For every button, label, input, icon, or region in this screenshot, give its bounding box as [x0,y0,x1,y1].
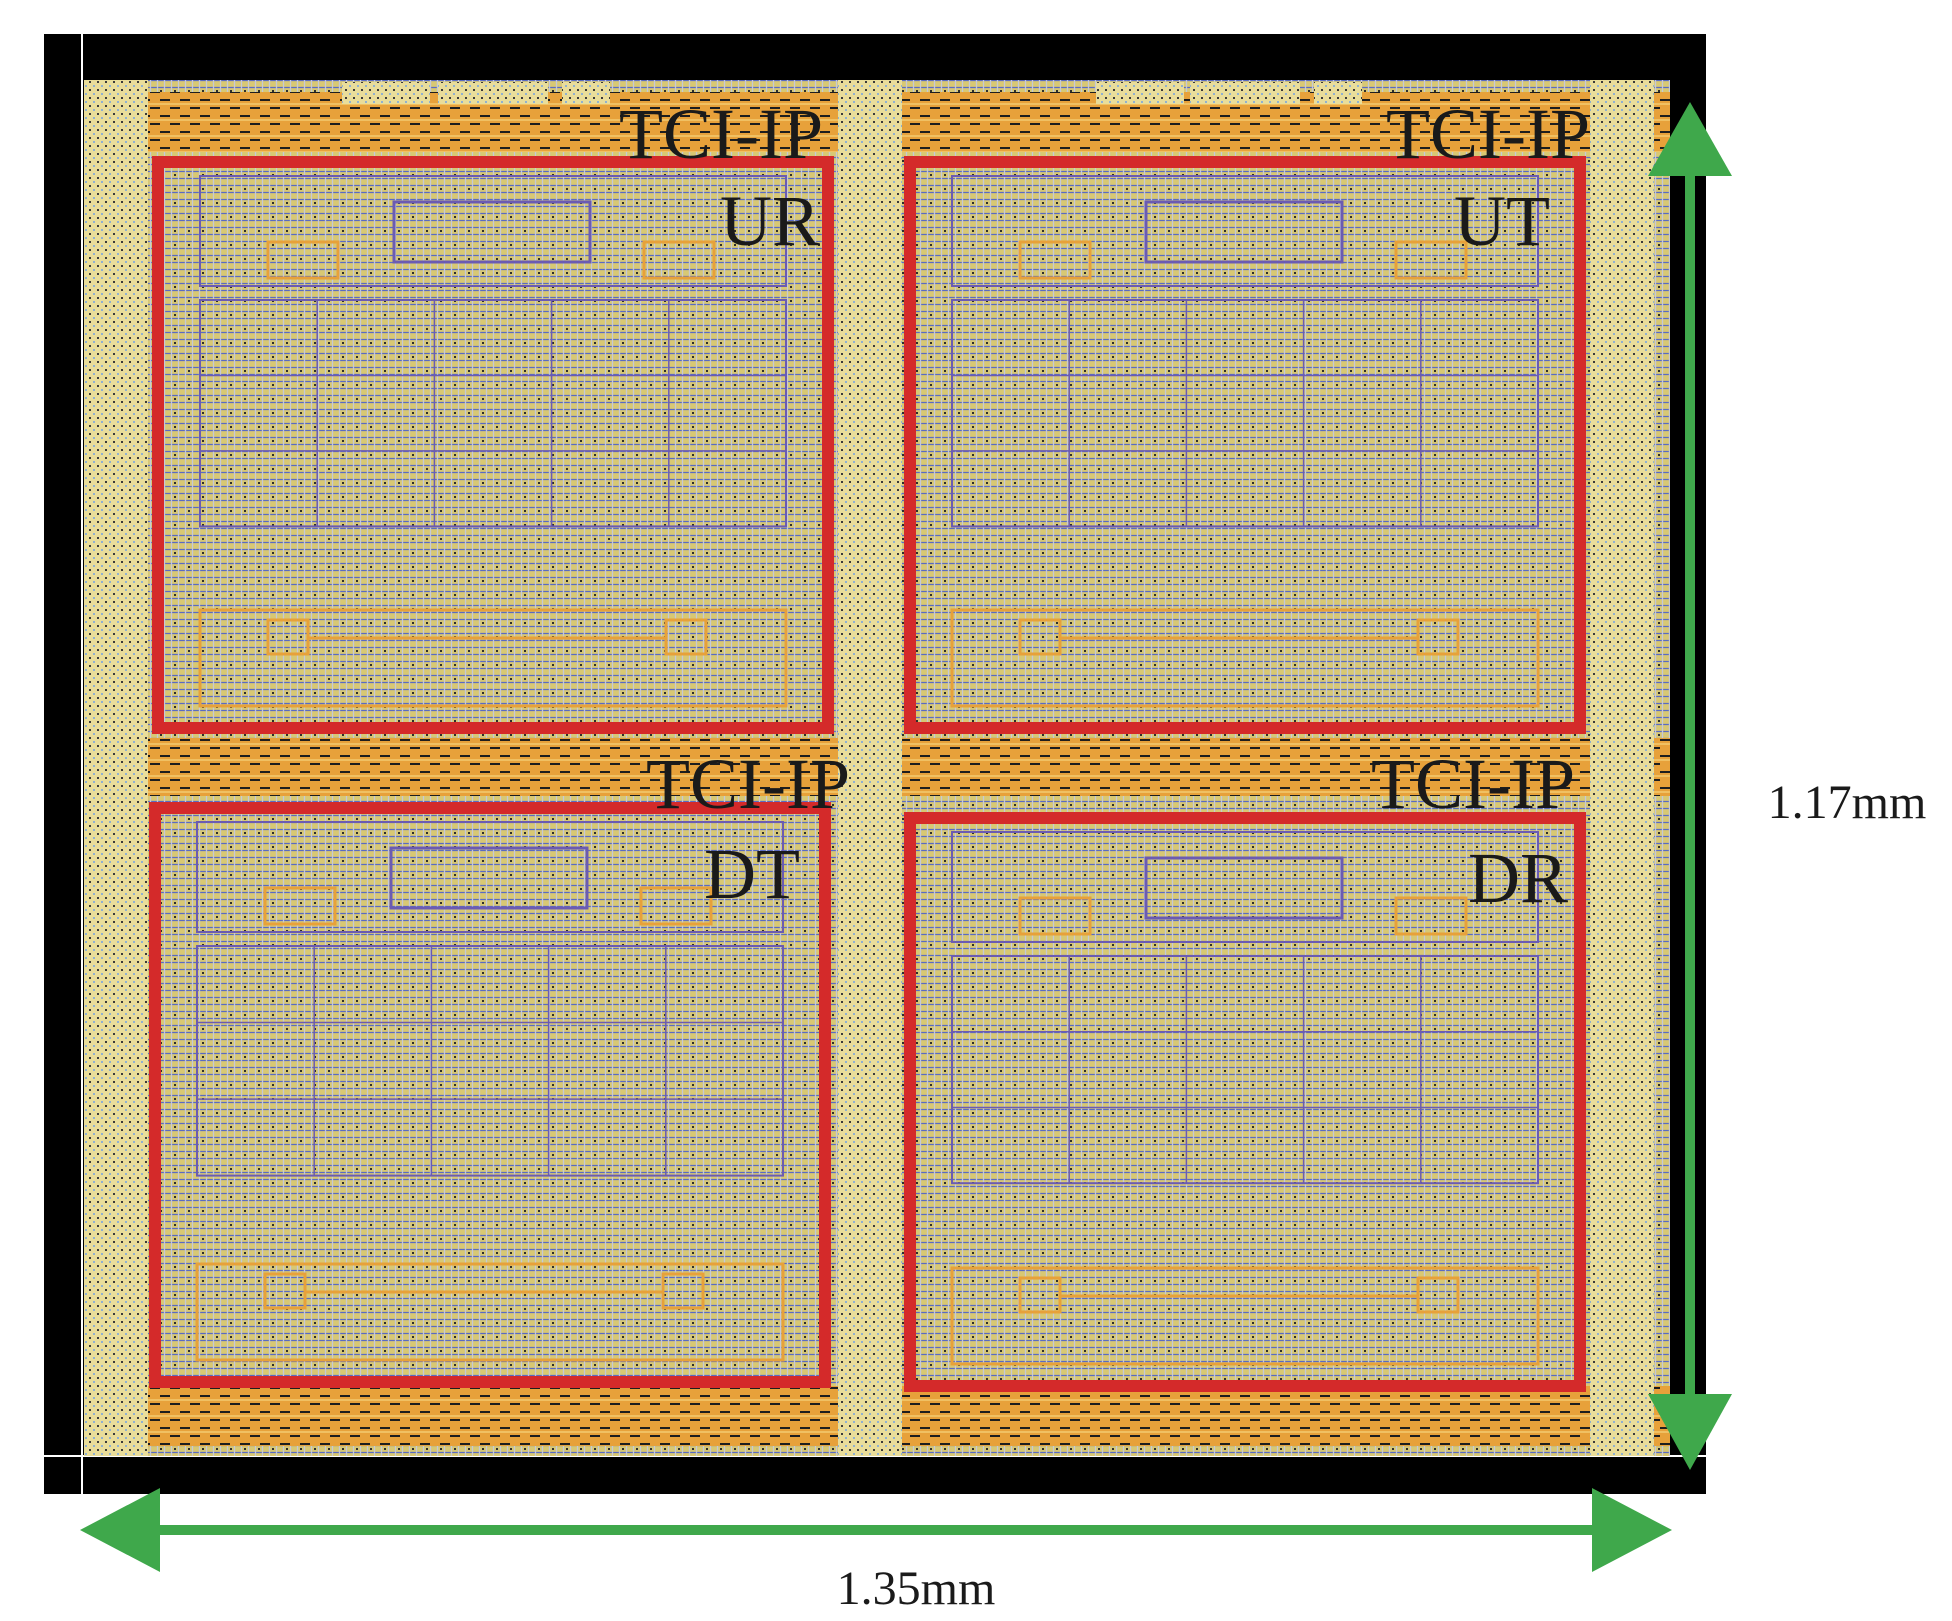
block-dr-outline [904,812,1586,1392]
block-ur-subtitle: UR [720,181,820,261]
block-ut-driver-strip [950,608,1540,708]
height-dimension-label: 1.17mm [1768,776,1927,829]
block-dr-title: TCI-IP [1371,744,1575,824]
filler-column-right [1590,80,1654,1456]
block-ur-control-pad-right [642,240,716,280]
block-ur-outline [152,156,834,734]
block-dt-control-strip [196,821,784,933]
block-dt-control-pad-left [263,886,337,926]
block-ut-core-array [951,299,1539,528]
block-dr-control-strip [951,831,1539,943]
block-dt-subtitle: DT [704,834,800,914]
block-ur-driver-strip [198,608,788,708]
pad-ring-middle [148,738,1670,796]
block-dt-core-array [196,945,784,1177]
width-dimension-arrow [80,1488,1672,1572]
io-stub [1314,82,1362,104]
block-dr-control-pad-left [1018,896,1092,936]
filler-column-left [84,80,148,1456]
io-stub [342,82,430,104]
width-dimension-label: 1.35mm [837,1562,996,1615]
block-ur-control-strip [199,175,787,287]
io-stub [1096,82,1184,104]
filler-column-center [838,80,902,1456]
block-ur-control-pad-left [266,240,340,280]
block-ut-control-macro [1144,200,1344,264]
height-dimension-arrow [1648,102,1732,1470]
block-ur-control-macro [392,200,592,264]
block-ut-control-pad-right [1394,240,1468,280]
ip-blocks-group [149,156,1586,1392]
block-dr-control-pad-right [1394,896,1468,936]
block-dr-driver-strip [950,1266,1540,1366]
block-dr-control-macro [1144,856,1344,920]
block-dr-subtitle: DR [1468,838,1568,918]
io-stub [1190,82,1300,104]
block-dt-driver-strip [195,1262,785,1362]
block-ut-control-pad-left [1018,240,1092,280]
block-ur-core-array [199,299,787,528]
block-dr-core-array [951,955,1539,1185]
block-ur-title: TCI-IP [619,94,823,174]
block-dt-control-macro [389,846,589,910]
block-dt-control-pad-right [639,886,713,926]
block-dt-title: TCI-IP [646,744,850,824]
io-stub [562,82,610,104]
pad-ring-bottom [148,1386,1670,1446]
io-stub [438,82,548,104]
block-ut-subtitle: UT [1454,181,1550,261]
block-dt-outline [149,802,831,1388]
block-ut-control-strip [951,175,1539,287]
block-ut-title: TCI-IP [1386,94,1590,174]
block-ut-outline [904,156,1586,734]
